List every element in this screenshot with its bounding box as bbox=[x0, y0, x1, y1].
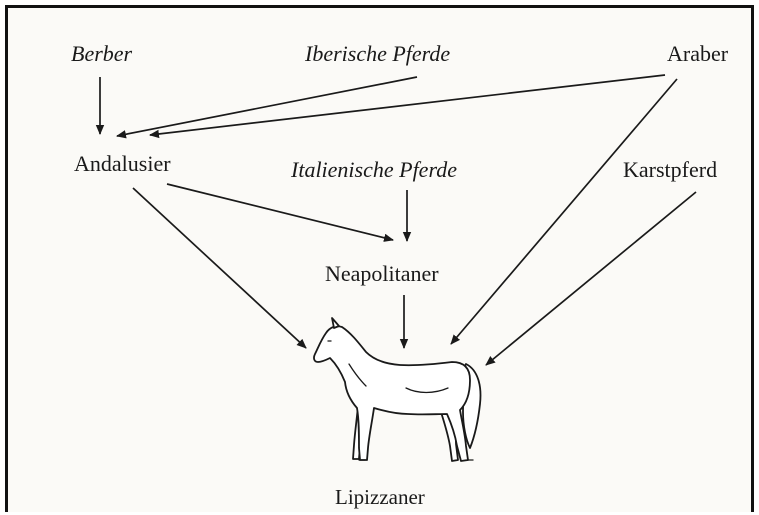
node-neapolitaner: Neapolitaner bbox=[325, 261, 439, 286]
node-lipizzaner: Lipizzaner bbox=[335, 485, 425, 509]
arrow-iberische-to-andalusier bbox=[117, 77, 417, 136]
node-araber: Araber bbox=[667, 41, 729, 66]
node-andalusier: Andalusier bbox=[74, 151, 171, 176]
diagram-frame: Berber Iberische Pferde Araber Andalusie… bbox=[5, 5, 754, 512]
arrow-karstpferd-to-lipizzaner bbox=[486, 192, 696, 365]
breed-lineage-diagram: Berber Iberische Pferde Araber Andalusie… bbox=[8, 8, 757, 515]
node-karstpferd: Karstpferd bbox=[623, 157, 717, 182]
node-italienische-pferde: Italienische Pferde bbox=[290, 157, 457, 182]
arrow-araber-to-lipizzaner bbox=[451, 79, 677, 344]
node-berber: Berber bbox=[71, 41, 133, 66]
node-iberische-pferde: Iberische Pferde bbox=[304, 41, 450, 66]
arrow-araber-to-andalusier bbox=[150, 75, 665, 135]
arrows bbox=[100, 75, 696, 365]
arrow-andalusier-to-neapolitaner bbox=[167, 184, 393, 240]
